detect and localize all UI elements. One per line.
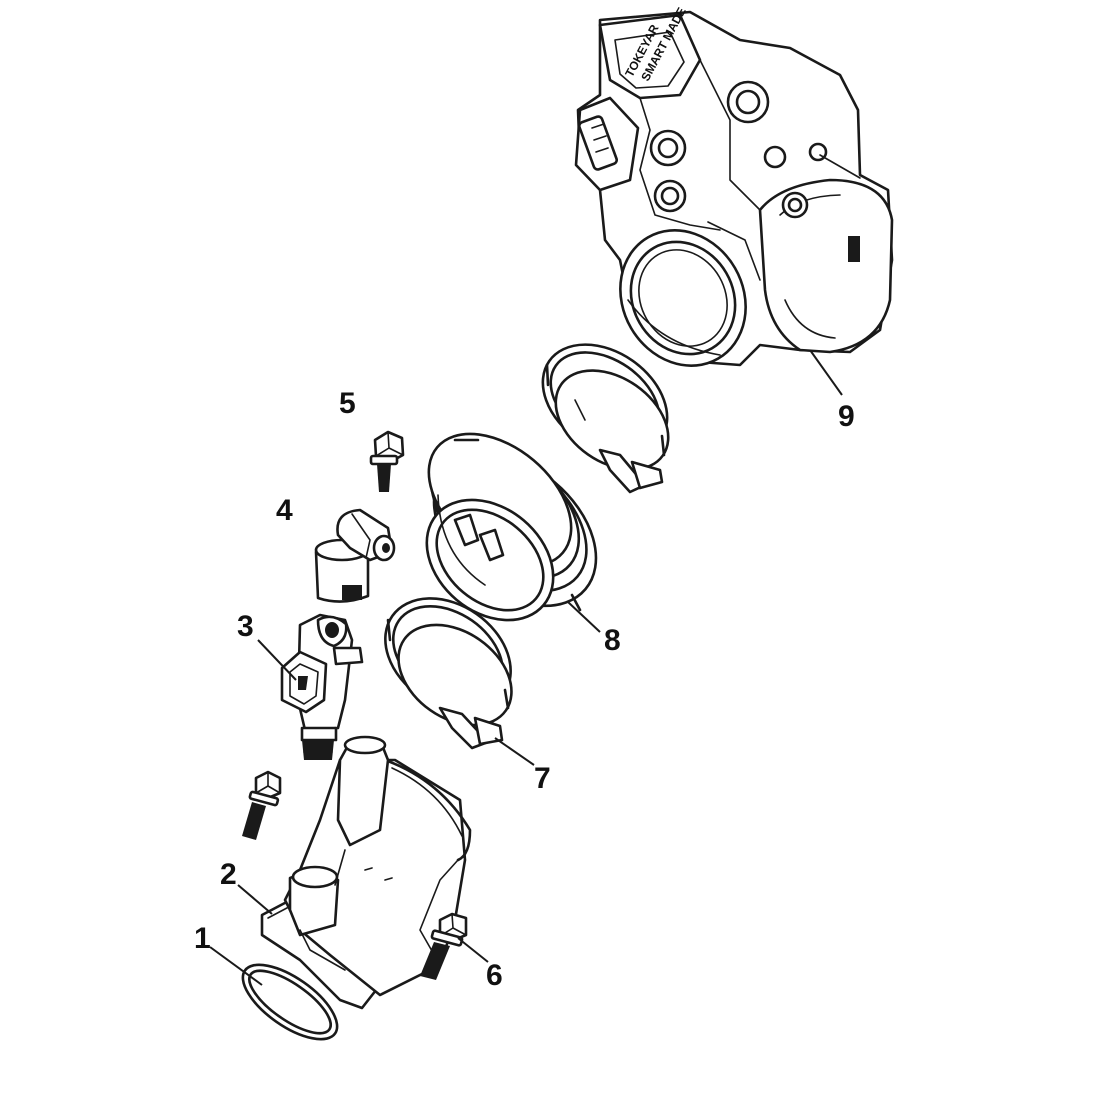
callout-1: 1 <box>194 922 211 955</box>
callout-7: 7 <box>534 762 551 795</box>
callout-labels: 1 2 3 4 5 6 7 8 9 <box>194 387 855 992</box>
hose-clamp-upper <box>541 343 670 494</box>
hose-clamp-lower <box>384 597 513 750</box>
intake-manifold <box>260 735 472 1010</box>
callout-9: 9 <box>838 400 855 433</box>
leader-7 <box>494 737 535 766</box>
callout-3: 3 <box>237 610 254 643</box>
leader-9 <box>809 349 843 396</box>
bolt-manifold-left <box>242 770 282 840</box>
leader-6 <box>457 937 489 963</box>
leader-8 <box>567 601 601 633</box>
callout-8: 8 <box>604 624 621 657</box>
elbow-fitting <box>314 508 396 603</box>
fuel-injector <box>280 613 364 760</box>
bolt-part-6 <box>420 912 468 980</box>
throttle-body: TOKEYAR SMART MADE <box>574 5 894 367</box>
bolt-part-5 <box>369 430 405 492</box>
callout-2: 2 <box>220 858 237 891</box>
leader-2 <box>237 884 273 915</box>
callout-4: 4 <box>276 494 293 527</box>
o-ring-gasket <box>241 963 339 1041</box>
rubber-intake-boot <box>425 432 598 622</box>
leader-1 <box>209 946 263 986</box>
callout-6: 6 <box>486 959 503 992</box>
leader-3 <box>257 639 297 681</box>
callout-5: 5 <box>339 387 356 420</box>
leader-lines <box>209 349 843 986</box>
